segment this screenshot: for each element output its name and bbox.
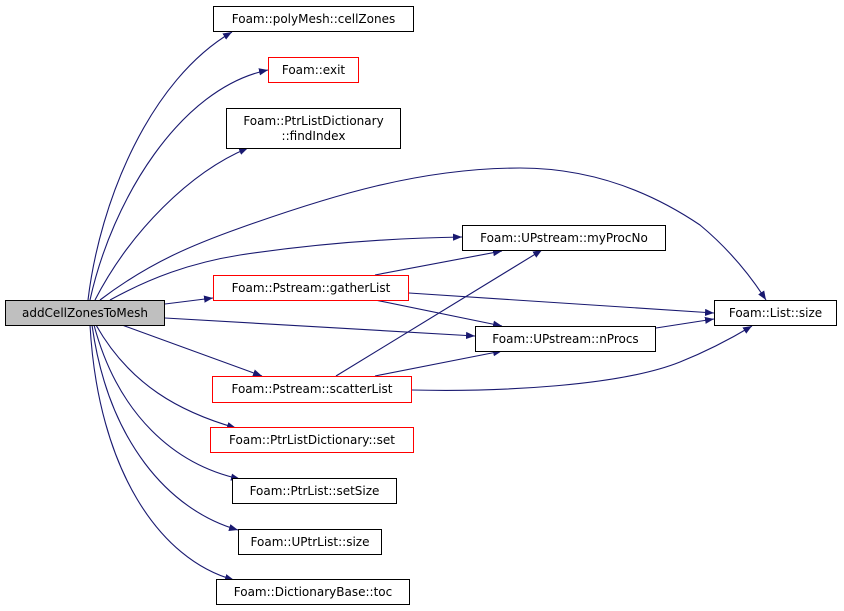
node-label: addCellZonesToMesh xyxy=(21,305,149,320)
edge-scatterList-nProcs xyxy=(374,349,503,377)
edge-root-setSize xyxy=(93,324,241,481)
edge-scatterList-listSize xyxy=(411,325,753,391)
node-exit[interactable]: Foam::exit xyxy=(268,57,359,83)
edge-root-toc xyxy=(89,324,235,582)
node-label: Foam::UPtrList::size xyxy=(250,534,370,549)
node-label: Foam::Pstream::gatherList xyxy=(231,280,391,295)
node-label-line2: ::findIndex xyxy=(281,128,346,143)
node-Pstream-gatherList[interactable]: Foam::Pstream::gatherList xyxy=(213,275,409,301)
node-label: Foam::PtrListDictionary::set xyxy=(229,432,395,447)
edge-gatherList-listSize xyxy=(408,292,715,317)
node-DictionaryBase-toc[interactable]: Foam::DictionaryBase::toc xyxy=(216,579,410,605)
node-label: Foam::Pstream::scatterList xyxy=(231,382,393,396)
edge-root-gatherList xyxy=(164,295,214,305)
edge-root-set xyxy=(95,324,237,429)
node-root-addCellZonesToMesh: addCellZonesToMesh xyxy=(5,300,165,326)
edge-nProcs-listSize xyxy=(655,316,715,329)
edge-root-listSize xyxy=(99,167,767,301)
node-label: Foam::DictionaryBase::toc xyxy=(233,584,393,599)
node-List-size[interactable]: Foam::List::size xyxy=(714,300,837,326)
node-label: Foam::PtrList::setSize xyxy=(249,483,380,498)
edge-gatherList-myProcNo xyxy=(374,249,503,276)
edge-root-cellZones xyxy=(87,31,233,301)
edge-scatterList-myProcNo xyxy=(335,249,543,377)
node-PtrListDictionary-findIndex[interactable]: Foam::PtrListDictionary::findIndex xyxy=(226,108,401,149)
node-label: Foam::exit xyxy=(281,62,346,77)
edge-root-scatterList xyxy=(121,324,263,377)
node-UPstream-nProcs[interactable]: Foam::UPstream::nProcs xyxy=(475,326,656,352)
node-PtrList-setSize[interactable]: Foam::PtrList::setSize xyxy=(232,478,397,504)
node-UPtrList-size[interactable]: Foam::UPtrList::size xyxy=(238,529,382,555)
node-polyMesh-cellZones[interactable]: Foam::polyMesh::cellZones xyxy=(213,6,414,32)
node-UPstream-myProcNo[interactable]: Foam::UPstream::myProcNo xyxy=(462,225,666,251)
edge-root-myProcNo xyxy=(109,233,463,301)
node-label: Foam::UPstream::myProcNo xyxy=(480,230,648,245)
edge-root-nProcs xyxy=(164,317,476,340)
node-PtrListDictionary-set[interactable]: Foam::PtrListDictionary::set xyxy=(210,427,414,453)
node-label: Foam::UPstream::nProcs xyxy=(492,331,639,346)
edge-root-findIndex xyxy=(94,147,249,301)
node-label-line1: Foam::PtrListDictionary xyxy=(243,113,384,128)
node-Pstream-scatterList[interactable]: Foam::Pstream::scatterList xyxy=(212,376,412,403)
node-label: Foam::List::size xyxy=(728,305,823,320)
edge-root-exit xyxy=(89,68,269,301)
edge-root-uptrSize xyxy=(91,324,239,531)
node-label: Foam::polyMesh::cellZones xyxy=(231,11,396,26)
